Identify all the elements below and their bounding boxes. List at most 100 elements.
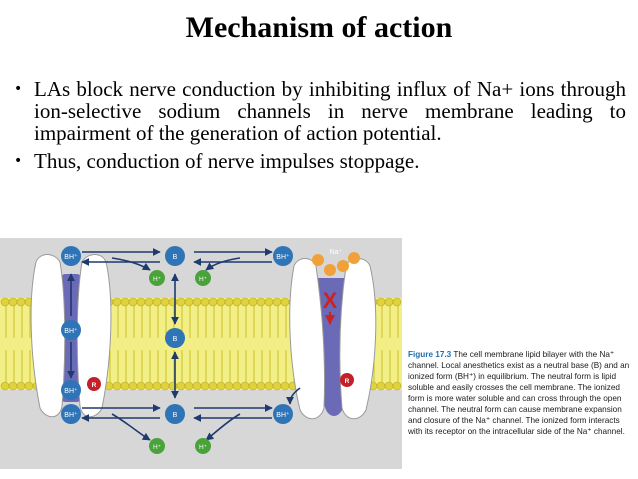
receptor-site-left: [87, 377, 101, 391]
receptor-site-right: [340, 373, 354, 387]
lipid-head: [144, 297, 154, 307]
svg-text:BH⁺: BH⁺: [64, 411, 78, 419]
lipid-head: [24, 381, 34, 391]
lipid-head: [152, 297, 162, 307]
lipid-head: [256, 381, 266, 391]
bullet-dot: •: [14, 153, 23, 169]
figure-caption: Figure 17.3 The cell membrane lipid bila…: [408, 349, 632, 437]
lipid-head: [272, 381, 282, 391]
lipid-head: [240, 381, 250, 391]
lipid-head: [176, 381, 186, 391]
lipid-head: [128, 297, 138, 307]
lipid-head: [224, 381, 234, 391]
channel-block-mark: X: [323, 288, 338, 313]
proton: H⁺: [149, 270, 165, 286]
svg-text:B: B: [173, 254, 178, 261]
lipid-head: [128, 381, 138, 391]
lipid-head: [280, 297, 290, 307]
lipid-head: [152, 381, 162, 391]
caption-text: The cell membrane lipid bilayer with the…: [408, 350, 630, 436]
ionized-molecule: BH⁺: [273, 404, 293, 424]
bullet-text: Thus, conduction of nerve impulses stopp…: [34, 149, 420, 173]
lipid-head: [200, 297, 210, 307]
lipid-head: [0, 297, 10, 307]
lipid-head: [240, 297, 250, 307]
svg-text:BH⁺: BH⁺: [64, 387, 78, 395]
svg-text:B: B: [173, 336, 178, 343]
lipid-head: [392, 381, 402, 391]
lipid-head: [144, 381, 154, 391]
ionized-molecule: BH⁺: [61, 404, 81, 424]
lipid-head: [120, 381, 130, 391]
svg-text:BH⁺: BH⁺: [64, 327, 78, 335]
svg-text:H⁺: H⁺: [153, 276, 161, 283]
receptor-label: R: [92, 382, 97, 389]
slide-title: Mechanism of action: [185, 11, 453, 44]
lipid-head: [160, 381, 170, 391]
bullet-text: LAs block nerve conduction by inhibiting…: [34, 77, 626, 145]
lipid-head: [272, 297, 282, 307]
svg-text:BH⁺: BH⁺: [276, 411, 290, 419]
lipid-head: [120, 297, 130, 307]
receptor-label: R: [345, 378, 350, 385]
lipid-head: [16, 297, 26, 307]
proton: H⁺: [149, 438, 165, 454]
svg-text:H⁺: H⁺: [199, 276, 207, 283]
lipid-head: [216, 297, 226, 307]
lipid-head: [192, 381, 202, 391]
lipid-head: [176, 297, 186, 307]
lipid-head: [8, 381, 18, 391]
proton: H⁺: [195, 438, 211, 454]
lipid-head: [376, 381, 386, 391]
bullet-item: • Thus, conduction of nerve impulses sto…: [14, 150, 626, 172]
lipid-head: [184, 297, 194, 307]
svg-text:BH⁺: BH⁺: [64, 253, 78, 261]
lipid-head: [200, 381, 210, 391]
figure-number: Figure 17.3: [408, 350, 452, 359]
lipid-head: [392, 297, 402, 307]
ionized-molecule: BH⁺: [61, 380, 81, 400]
lipid-head: [192, 297, 202, 307]
equilibrium-arrows: [67, 248, 301, 441]
molecules: BH⁺ B BH⁺ H⁺ H⁺ BH⁺ B BH⁺ BH⁺ B BH⁺ H⁺ H…: [61, 246, 293, 454]
ionized-molecule: BH⁺: [273, 246, 293, 266]
svg-text:BH⁺: BH⁺: [276, 253, 290, 261]
svg-text:H⁺: H⁺: [199, 444, 207, 451]
lipid-head: [112, 381, 122, 391]
lipid-head: [184, 381, 194, 391]
lipid-head: [0, 381, 10, 391]
sodium-label: Na⁺: [330, 248, 343, 256]
lipid-head: [232, 381, 242, 391]
lipid-head: [216, 381, 226, 391]
neutral-molecule: B: [165, 246, 185, 266]
svg-text:H⁺: H⁺: [153, 444, 161, 451]
lipid-head: [224, 297, 234, 307]
membrane-figure: R R X Na⁺: [0, 238, 402, 469]
sodium-ions: Na⁺: [312, 248, 360, 276]
membrane-diagram: R R X Na⁺: [0, 238, 402, 469]
lipid-head: [376, 297, 386, 307]
lipid-head: [112, 297, 122, 307]
lipid-head: [384, 381, 394, 391]
lipid-head: [208, 381, 218, 391]
lipid-head: [264, 381, 274, 391]
lipid-head: [248, 381, 258, 391]
neutral-molecule: B: [165, 328, 185, 348]
bullet-item: • LAs block nerve conduction by inhibiti…: [14, 78, 626, 144]
lipid-head: [16, 381, 26, 391]
lipid-head: [256, 297, 266, 307]
lipid-head: [264, 297, 274, 307]
proton: H⁺: [195, 270, 211, 286]
lipid-head: [248, 297, 258, 307]
ionized-molecule: BH⁺: [61, 320, 81, 340]
svg-text:B: B: [173, 412, 178, 419]
lipid-head: [208, 297, 218, 307]
lipid-head: [136, 297, 146, 307]
lipid-head: [280, 381, 290, 391]
bullet-dot: •: [14, 81, 23, 97]
lipid-head: [8, 297, 18, 307]
lipid-head: [160, 297, 170, 307]
lipid-head: [384, 297, 394, 307]
bullet-list: • LAs block nerve conduction by inhibiti…: [14, 78, 626, 178]
lipid-head: [232, 297, 242, 307]
